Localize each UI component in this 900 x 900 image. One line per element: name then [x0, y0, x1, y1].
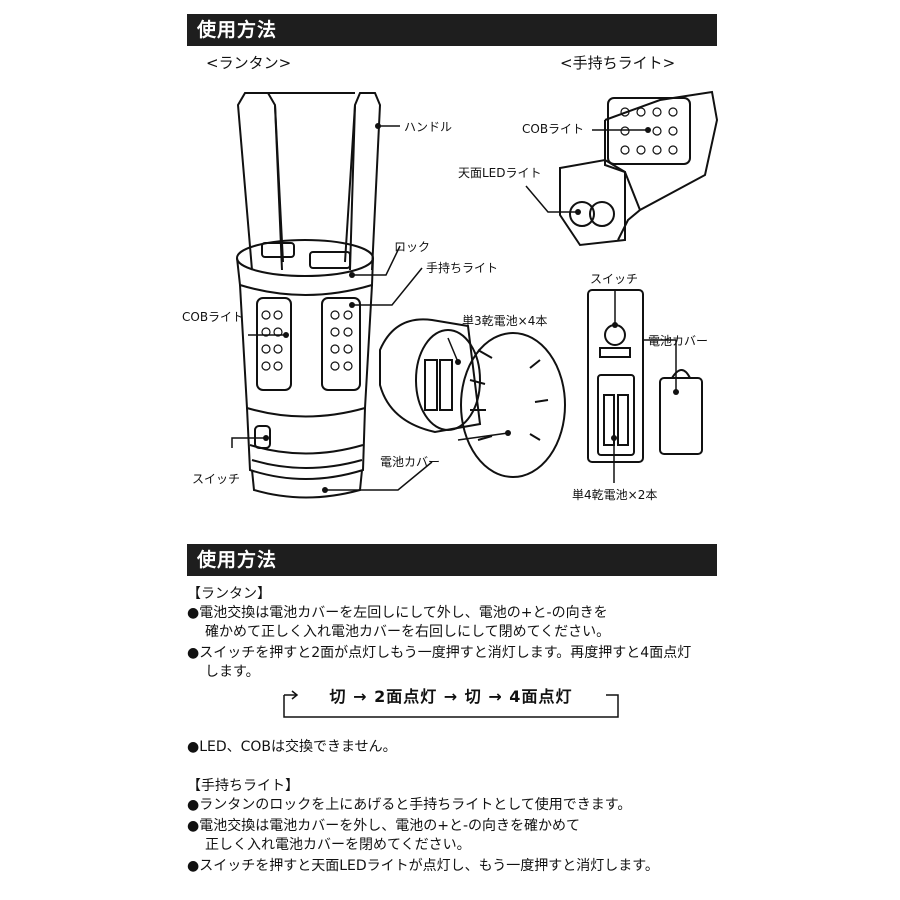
label-battery-cover-handheld: 電池カバー: [648, 334, 709, 348]
lantern-bullet-1-line-2: 確かめて正しく入れ電池カバーを右回しにして閉めてください。: [205, 624, 611, 640]
lantern-heading: 【ランタン】: [187, 586, 271, 602]
switch-flow-diagram: 切 → 2面点灯 → 切 → 4面点灯: [282, 683, 620, 721]
handheld-cob-dots: [620, 107, 678, 155]
handheld-battery-cover: [659, 369, 703, 455]
handheld-subtitle: <手持ちライト>: [560, 54, 676, 72]
lantern-battery-compartment: [379, 318, 482, 434]
product-illustration: [231, 90, 719, 499]
handheld-bullet-1: ●ランタンのロックを上にあげると手持ちライトとして使用できます。: [187, 797, 632, 813]
lantern-body: [239, 284, 373, 418]
handheld-bullet-2-line-1: ●電池交換は電池カバーを外し、電池の+と-の向きを確かめて: [187, 818, 580, 834]
label-handle: ハンドル: [404, 120, 453, 134]
handheld-light-top: [559, 90, 719, 247]
lantern-bullet-1-line-1: ●電池交換は電池カバーを左回しにして外し、電池の+と-の向きを: [187, 605, 608, 621]
handheld-bullet-2-line-2: 正しく入れ電池カバーを閉めてください。: [205, 837, 471, 853]
label-cob-light-handheld: COBライト: [522, 122, 585, 136]
lantern-bullet-2-line-2: します。: [205, 664, 260, 680]
lantern-note: ●LED、COBは交換できません。: [187, 739, 397, 755]
label-battery-aaa: 単4乾電池×2本: [572, 488, 658, 502]
label-switch-handheld: スイッチ: [590, 272, 639, 286]
leader-dots: [263, 123, 679, 493]
handheld-heading: 【手持ちライト】: [187, 778, 299, 794]
lantern-handle: [236, 92, 382, 271]
label-lock: ロック: [394, 240, 431, 254]
flow-text: 切 → 2面点灯 → 切 → 4面点灯: [329, 687, 573, 706]
lantern-cob-dots: [261, 310, 353, 371]
lantern-base: [246, 407, 366, 499]
flow-loop-lines: [283, 690, 619, 718]
label-handheld-light: 手持ちライト: [426, 261, 499, 275]
label-battery-cover-lantern: 電池カバー: [380, 455, 441, 469]
lantern-bullet-2-line-1: ●スイッチを押すと2面が点灯しもう一度押すと消灯します。再度押すと4面点灯: [187, 645, 692, 661]
label-switch-lantern: スイッチ: [192, 472, 241, 486]
label-cob-light-lantern: COBライト: [182, 310, 245, 324]
lantern-battery-cover: [460, 332, 566, 478]
section-header-usage: 使用方法: [187, 14, 717, 46]
lantern-top-cap: [236, 239, 374, 296]
lantern-subtitle: <ランタン>: [206, 54, 292, 72]
section-header-instructions: 使用方法: [187, 544, 717, 576]
label-top-led: 天面LEDライト: [458, 166, 542, 180]
handheld-bullet-3: ●スイッチを押すと天面LEDライトが点灯し、もう一度押すと消灯します。: [187, 858, 659, 874]
leader-lines: [231, 125, 677, 491]
label-battery-aa: 単3乾電池×4本: [462, 314, 548, 328]
